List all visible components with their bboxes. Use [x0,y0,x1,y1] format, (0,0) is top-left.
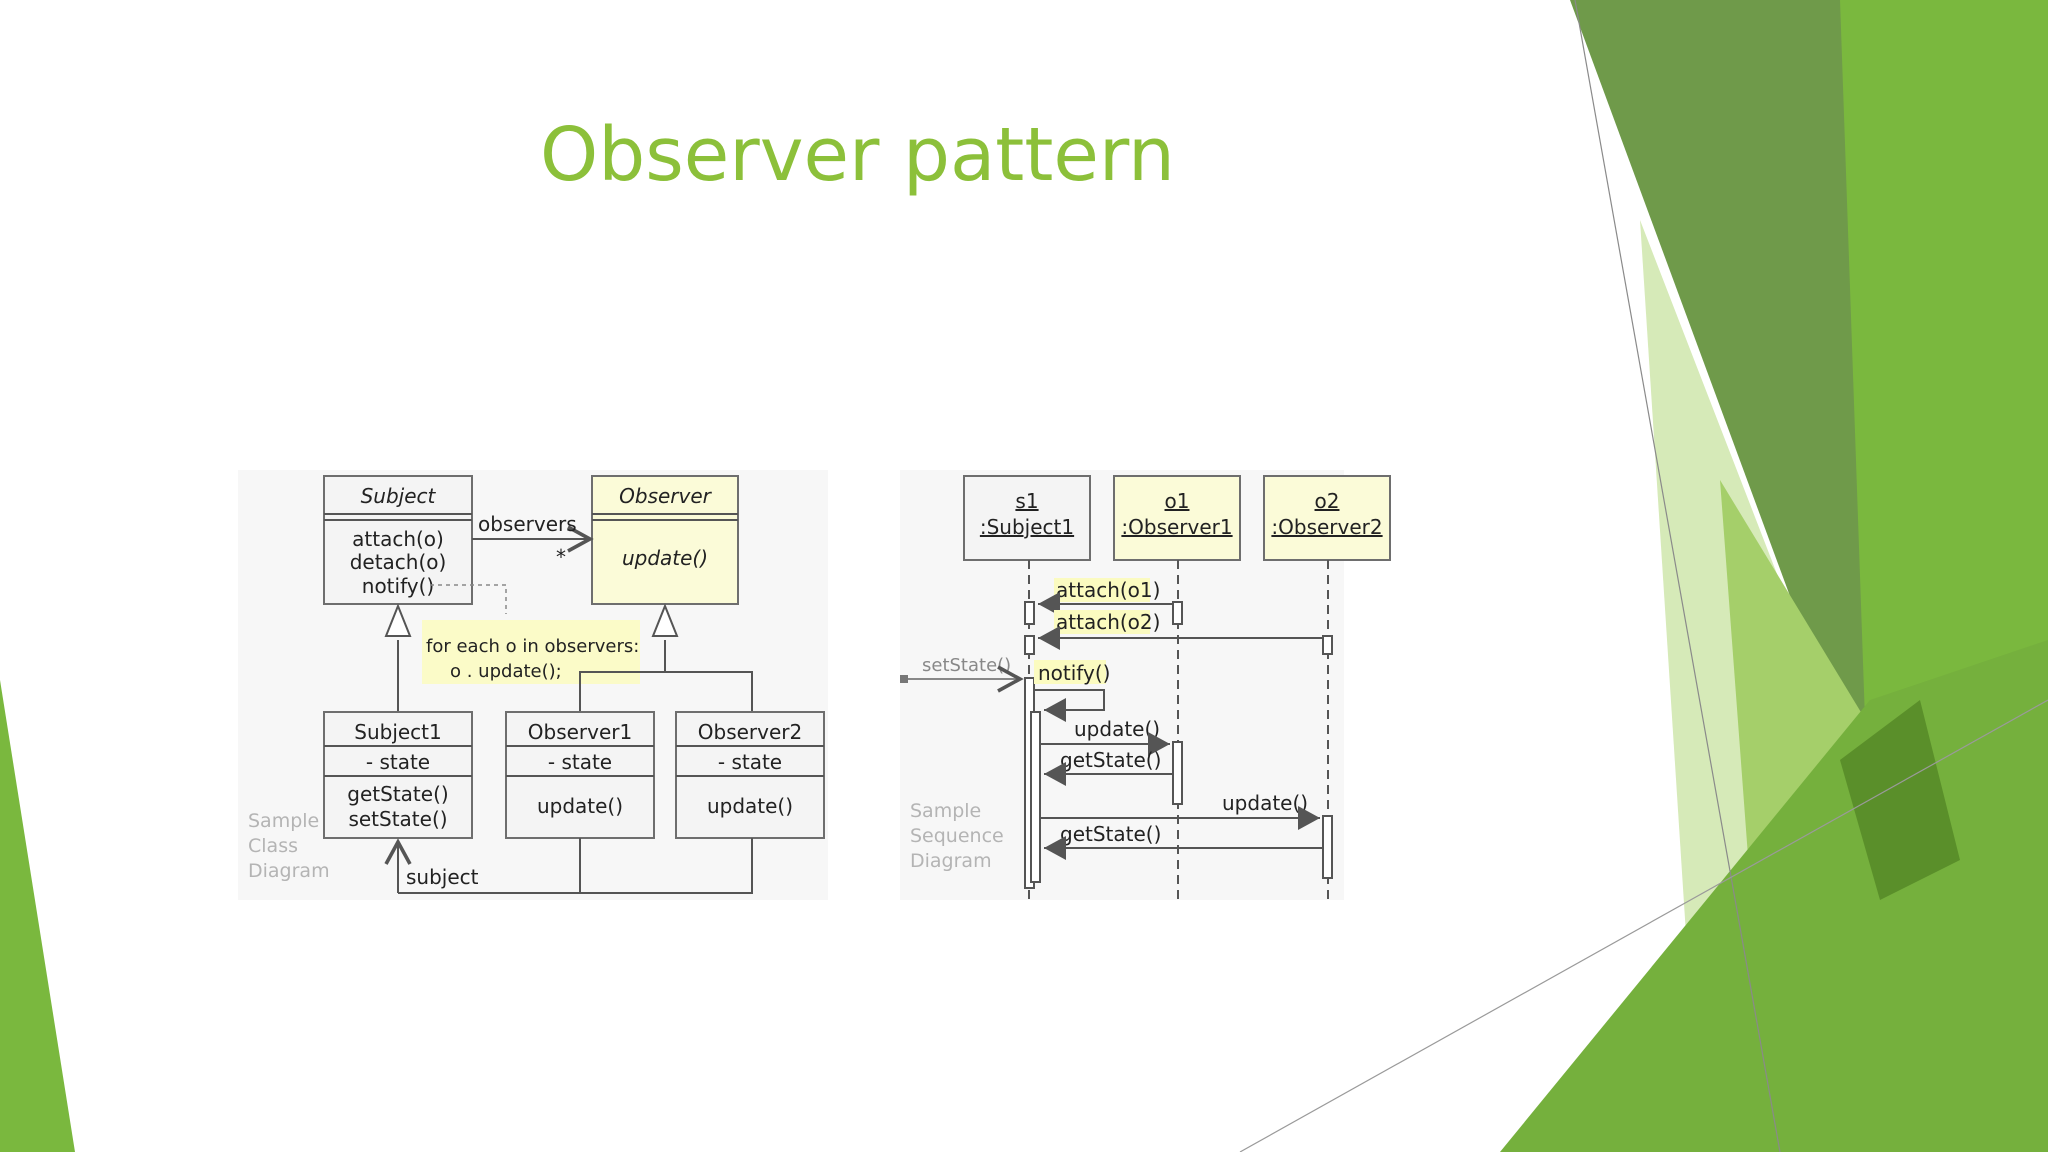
lifeline-o2-type: :Observer2 [1271,515,1382,539]
observer2-method-update: update() [707,794,793,818]
activation-o2-update [1322,815,1333,879]
activation-s1-b [1024,635,1035,655]
lifeline-s1-type: :Subject1 [980,515,1074,539]
lifeline-o2-name: o2 [1315,489,1340,513]
observer2-attr-state: - state [718,750,782,774]
subject-method-attach: attach(o) [352,527,444,551]
msg-attach-o1: attach(o1) [1056,578,1160,602]
note-box [422,620,640,684]
subject-label: subject [406,865,479,889]
observer1-method-update: update() [537,794,623,818]
note-line-2: o . update(); [450,661,562,682]
decor-left-shape [0,680,75,1152]
subject-association [579,838,753,894]
lifeline-o1-head [1113,475,1241,561]
observer2-class-name: Observer2 [698,720,802,744]
note-line-1: for each o in observers: [426,636,639,657]
class-diagram: Subject attach(o) detach(o) notify() Obs… [238,470,828,900]
subject1-class-name: Subject1 [354,720,442,744]
subject1-method-getstate: getState() [347,782,448,806]
decor-shape-deep [1840,700,1960,900]
activation-o1-a [1172,601,1183,625]
lifeline-o1-name: o1 [1165,489,1190,513]
subject-method-detach: detach(o) [350,550,447,574]
msg-setstate: setState() [922,655,1011,676]
decor-thin-line-b [1239,699,2048,1153]
subject1-method-setstate: setState() [348,807,447,831]
observer-interface-name: Observer [619,484,713,508]
association-label: observers [478,512,577,536]
seq-caption-1: Sample [910,800,981,822]
decor-thin-line-a [1574,0,1781,1153]
msg-attach-o2: attach(o2) [1056,610,1160,634]
activation-s1-nested [1030,711,1041,883]
subject1-attr-state: - state [366,750,430,774]
class-caption-2: Class [248,835,298,857]
subject-class-box [323,475,473,605]
activation-s1-a [1024,601,1035,625]
class-caption-1: Sample [248,810,319,832]
observer1-class-name: Observer1 [528,720,632,744]
lifeline-o1-type: :Observer1 [1121,515,1232,539]
lifeline-s1-name: s1 [1015,489,1038,513]
msg-getstate-1: getState() [1060,748,1161,772]
slide-title: Observer pattern [540,112,1175,198]
seq-caption-2: Sequence [910,825,1004,847]
lifeline-s1-head [963,475,1091,561]
observer-method-update: update() [622,546,708,570]
subject-class-name: Subject [361,484,437,508]
decor-right-shapes [1239,0,2048,1153]
lifeline-o2-head [1263,475,1391,561]
sequence-diagram: s1 :Subject1 o1 :Observer1 o2 :Observer2… [900,470,1391,900]
note-connector [430,584,507,614]
notify-self-call [1034,689,1105,722]
msg-notify: notify() [1038,661,1110,685]
msg-update-o1: update() [1074,717,1160,741]
multiplicity-label: * [556,545,566,569]
activation-o2-a [1322,635,1333,655]
activation-o1-update [1172,741,1183,805]
class-caption-3: Diagram [248,860,330,882]
msg-getstate-2: getState() [1060,822,1161,846]
msg-update-o2: update() [1222,791,1308,815]
subject-method-notify: notify() [362,574,434,598]
seq-caption-3: Diagram [910,850,992,872]
observer1-attr-state: - state [548,750,612,774]
